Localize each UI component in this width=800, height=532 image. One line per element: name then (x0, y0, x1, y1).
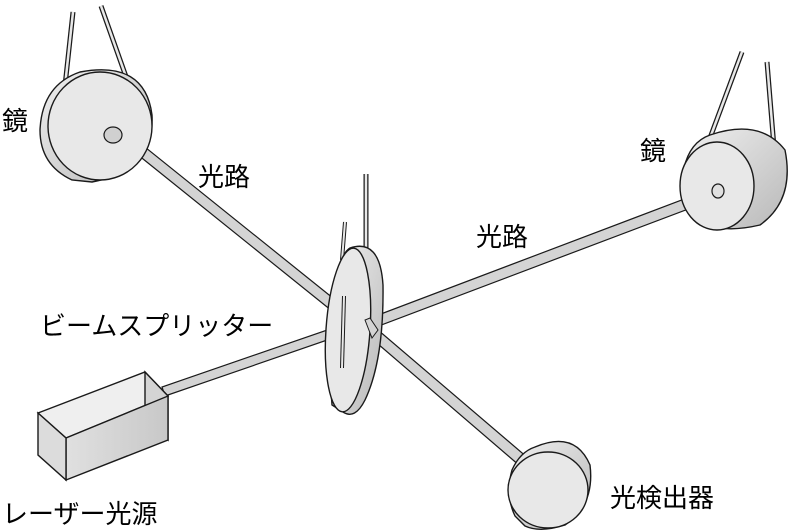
light-path-laser-to-mirror (161, 185, 724, 397)
label-beam-splitter: ビームスプリッター (40, 312, 273, 342)
light-path-mirror-to-detector (111, 126, 529, 467)
label-light-path-right: 光路 (476, 223, 528, 253)
label-photodetector: 光検出器 (610, 484, 714, 514)
label-mirror-left: 鏡 (2, 107, 28, 137)
light-path-through-splitter (364, 317, 379, 340)
mirror-left (39, 5, 153, 183)
label-laser-source: レーザー光源 (2, 500, 157, 530)
photodetector (507, 440, 592, 530)
laser-source (36, 370, 170, 482)
beam-splitter (324, 174, 384, 415)
label-mirror-right: 鏡 (640, 137, 666, 167)
mirror-right (679, 51, 788, 231)
label-light-path-left: 光路 (198, 163, 250, 193)
